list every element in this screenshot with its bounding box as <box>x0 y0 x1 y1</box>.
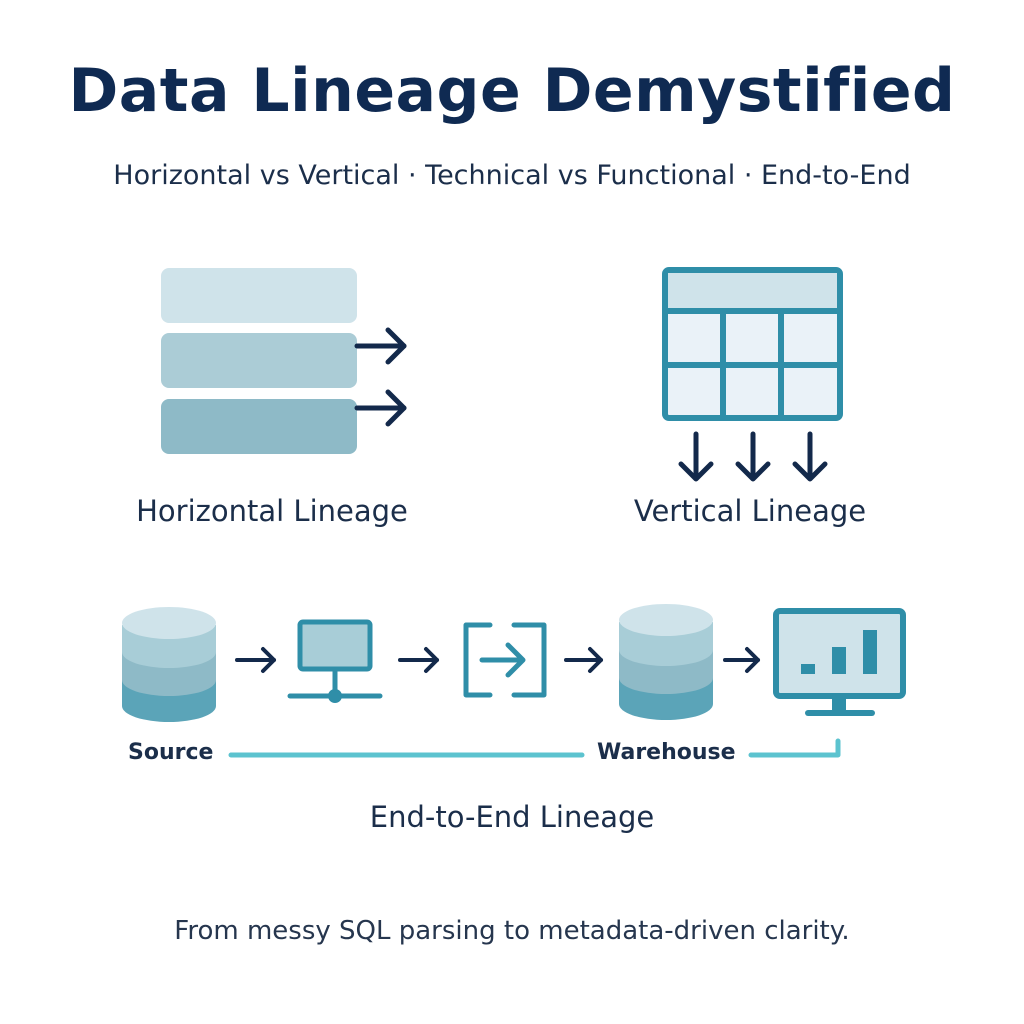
horizontal-lineage-diagram <box>161 268 407 454</box>
end-to-end-lineage-label: End-to-End Lineage <box>369 800 655 834</box>
arrow-down-icon <box>678 431 714 482</box>
source-label: Source <box>128 740 214 765</box>
horizontal-lineage-label: Horizontal Lineage <box>136 494 408 528</box>
data-layer-bar-1 <box>161 268 357 323</box>
data-layer-bar-2 <box>161 333 357 388</box>
arrow-right-icon <box>235 647 276 673</box>
warehouse-label: Warehouse <box>597 740 736 765</box>
database-icon <box>619 604 713 720</box>
arrow-down-icon <box>792 431 828 482</box>
arrow-right-icon <box>398 647 439 673</box>
page-title: Data Lineage Demystified <box>68 56 956 126</box>
page-subtitle: Horizontal vs Vertical · Technical vs Fu… <box>113 160 911 191</box>
arrow-right-icon <box>723 647 760 673</box>
arrow-right-icon <box>354 327 407 365</box>
arrow-right-icon <box>354 389 407 427</box>
arrow-down-icon <box>735 431 771 482</box>
lineage-connector-line <box>228 738 841 758</box>
data-layer-bar-3 <box>161 399 357 454</box>
database-icon <box>122 607 216 722</box>
arrow-right-icon <box>564 647 603 673</box>
footer-tagline: From messy SQL parsing to metadata-drive… <box>174 916 850 946</box>
vertical-lineage-label: Vertical Lineage <box>633 494 867 528</box>
transform-icon <box>463 622 547 698</box>
dashboard-monitor-icon <box>773 608 906 716</box>
network-node-icon <box>287 619 383 703</box>
table-grid-icon <box>662 267 843 421</box>
end-to-end-lineage-diagram <box>122 604 906 758</box>
vertical-lineage-diagram <box>662 267 843 482</box>
